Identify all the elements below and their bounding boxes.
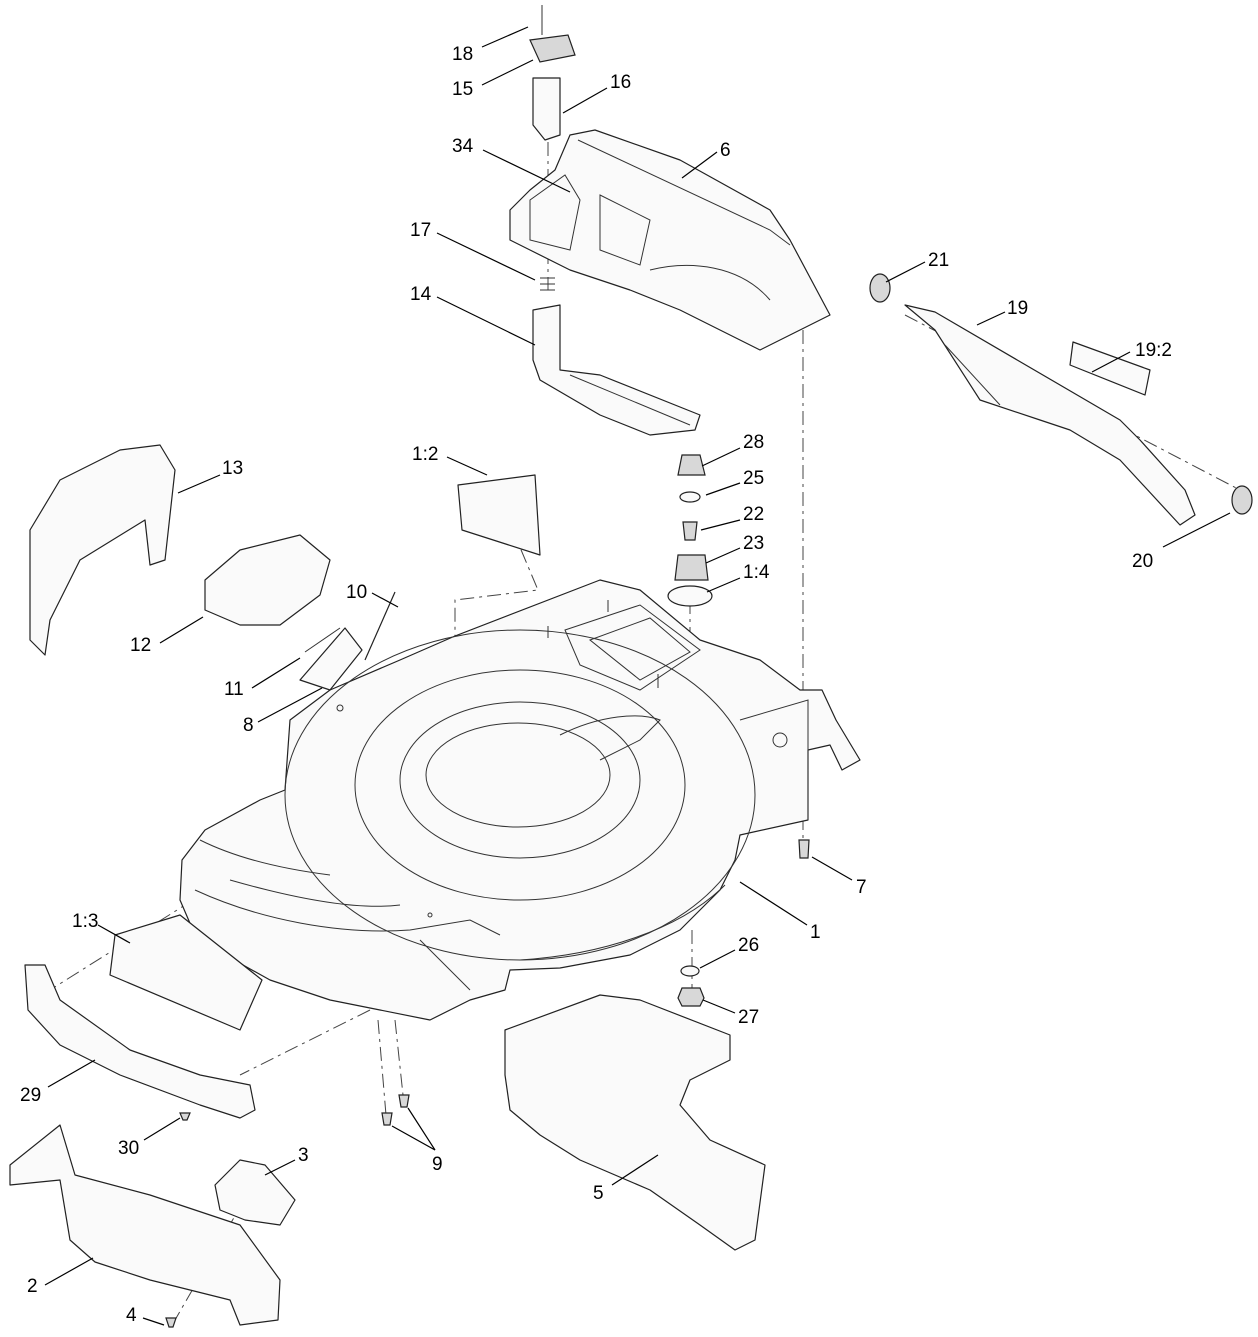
callout-12: 12 [130,635,151,656]
callout-20: 20 [1132,551,1153,572]
callout-1-3: 1:3 [72,911,98,932]
callout-10: 10 [346,582,367,603]
callout-5: 5 [593,1183,604,1204]
callout-2: 2 [27,1276,38,1297]
callout-16: 16 [610,72,631,93]
callout-1: 1 [810,922,821,943]
screw-9b [398,1094,410,1108]
callout-23: 23 [743,533,764,554]
callout-14: 14 [410,284,432,305]
callout-27: 27 [738,1007,759,1028]
decal-1-2 [457,474,541,556]
bag-support [532,277,701,436]
callout-34: 34 [452,136,474,157]
screw-9a [381,1112,393,1126]
callout-29: 29 [20,1085,41,1106]
callout-17: 17 [410,220,431,241]
leader-lines [44,26,1231,1326]
callout-19: 19 [1007,298,1028,319]
nut-27 [677,987,705,1007]
callout-4: 4 [126,1305,137,1326]
door-handle-parts [529,5,576,141]
callout-1-4: 1:4 [743,562,770,583]
callout-7: 7 [856,877,867,898]
callout-18: 18 [452,44,473,65]
rear-bracket-parts [299,591,396,691]
decal-1-3 [109,914,263,1031]
callout-15: 15 [452,79,473,100]
rear-door [509,129,831,351]
washer-26 [680,965,700,977]
callout-21: 21 [928,250,949,271]
front-baffle [24,964,256,1119]
callout-9: 9 [432,1154,443,1175]
bolt-7 [798,839,810,859]
callout-3: 3 [298,1145,309,1166]
height-adjust-stack [667,454,713,607]
handle-assembly [869,273,1253,526]
discharge-plug [204,534,331,626]
callout-11: 11 [224,679,244,700]
callout-26: 26 [738,935,759,956]
callout-22: 22 [743,504,764,525]
screw-4 [165,1317,177,1328]
mower-deck [179,579,861,1021]
rear-guard [504,994,766,1251]
callout-6: 6 [720,140,731,161]
screw-30 [179,1112,191,1121]
callout-8: 8 [243,715,254,736]
callout-30: 30 [118,1138,139,1159]
callout-1-2: 1:2 [412,444,438,465]
callout-19-2: 19:2 [1135,340,1172,361]
callout-28: 28 [743,432,764,453]
side-cover [29,444,176,656]
front-skid [9,1124,281,1326]
callout-25: 25 [743,468,764,489]
callout-labels: 18 15 16 34 6 17 14 21 19 19:2 13 1:2 28… [20,44,1172,1326]
cap-3 [214,1159,296,1226]
callout-13: 13 [222,458,243,479]
